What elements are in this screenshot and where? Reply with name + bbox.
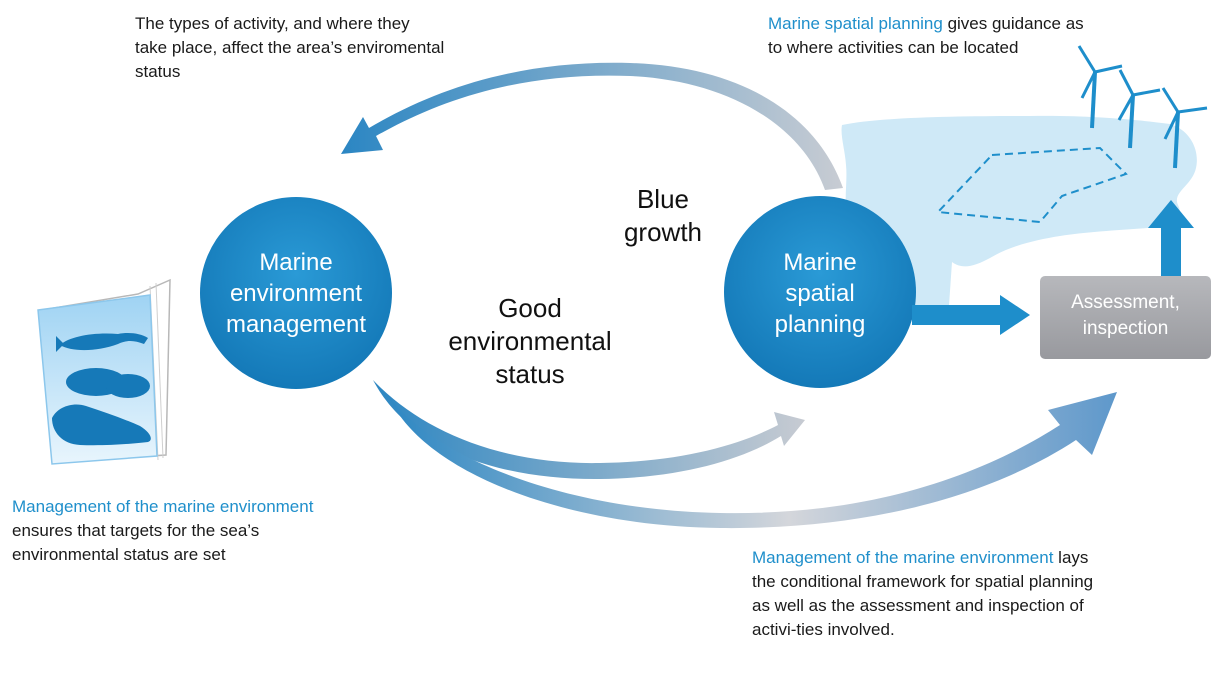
- arrow-planning-to-assessment: [912, 295, 1030, 335]
- arrow-environment-to-assessment: [388, 392, 1117, 529]
- arrow-environment-to-planning: [373, 380, 805, 480]
- annotation-conditional-framework-rest: lays the conditional framework for spati…: [752, 548, 1094, 639]
- arrow-assessment-to-sea-area: [1148, 200, 1194, 276]
- guidelines-book-icon: [37, 278, 171, 465]
- marine-spatial-planning-node: [724, 196, 916, 388]
- wind-turbines-icon: [1077, 45, 1208, 169]
- annotation-activity-status: The types of activity, and where they ta…: [135, 14, 445, 81]
- marine-environment-management-label: Marine environment management: [225, 248, 367, 338]
- marine-spatial-planning-label: Marine spatial planning: [774, 248, 866, 338]
- planning-zone-outline: [935, 146, 1128, 224]
- annotation-spatial-planning-highlight: Marine spatial planning: [768, 14, 943, 33]
- sea-area-shape: [841, 115, 1197, 320]
- annotation-conditional-framework-highlight: Management of the marine environment: [752, 548, 1054, 567]
- arrow-activity-to-environment: [341, 62, 843, 190]
- assessment-inspection-label: Assessment, inspection: [1071, 292, 1180, 339]
- annotation-environment-targets: Management of the marine environment ens…: [12, 495, 332, 567]
- blue-growth-label: Blue growth: [623, 184, 703, 247]
- annotation-conditional-framework: Management of the marine environment lay…: [752, 546, 1112, 642]
- annotation-environment-targets-highlight: Management of the marine environment: [12, 497, 314, 516]
- annotation-spatial-planning-rest: gives guidance as to where activities ca…: [768, 14, 1084, 57]
- marine-environment-management-node: [200, 197, 392, 389]
- assessment-inspection-box: [1040, 276, 1211, 359]
- good-environmental-status-label: Good environmental status: [448, 293, 612, 389]
- annotation-environment-targets-rest: ensures that targets for the sea’s envir…: [12, 521, 260, 564]
- annotation-spatial-planning-guidance: Marine spatial planning gives guidance a…: [768, 12, 1088, 60]
